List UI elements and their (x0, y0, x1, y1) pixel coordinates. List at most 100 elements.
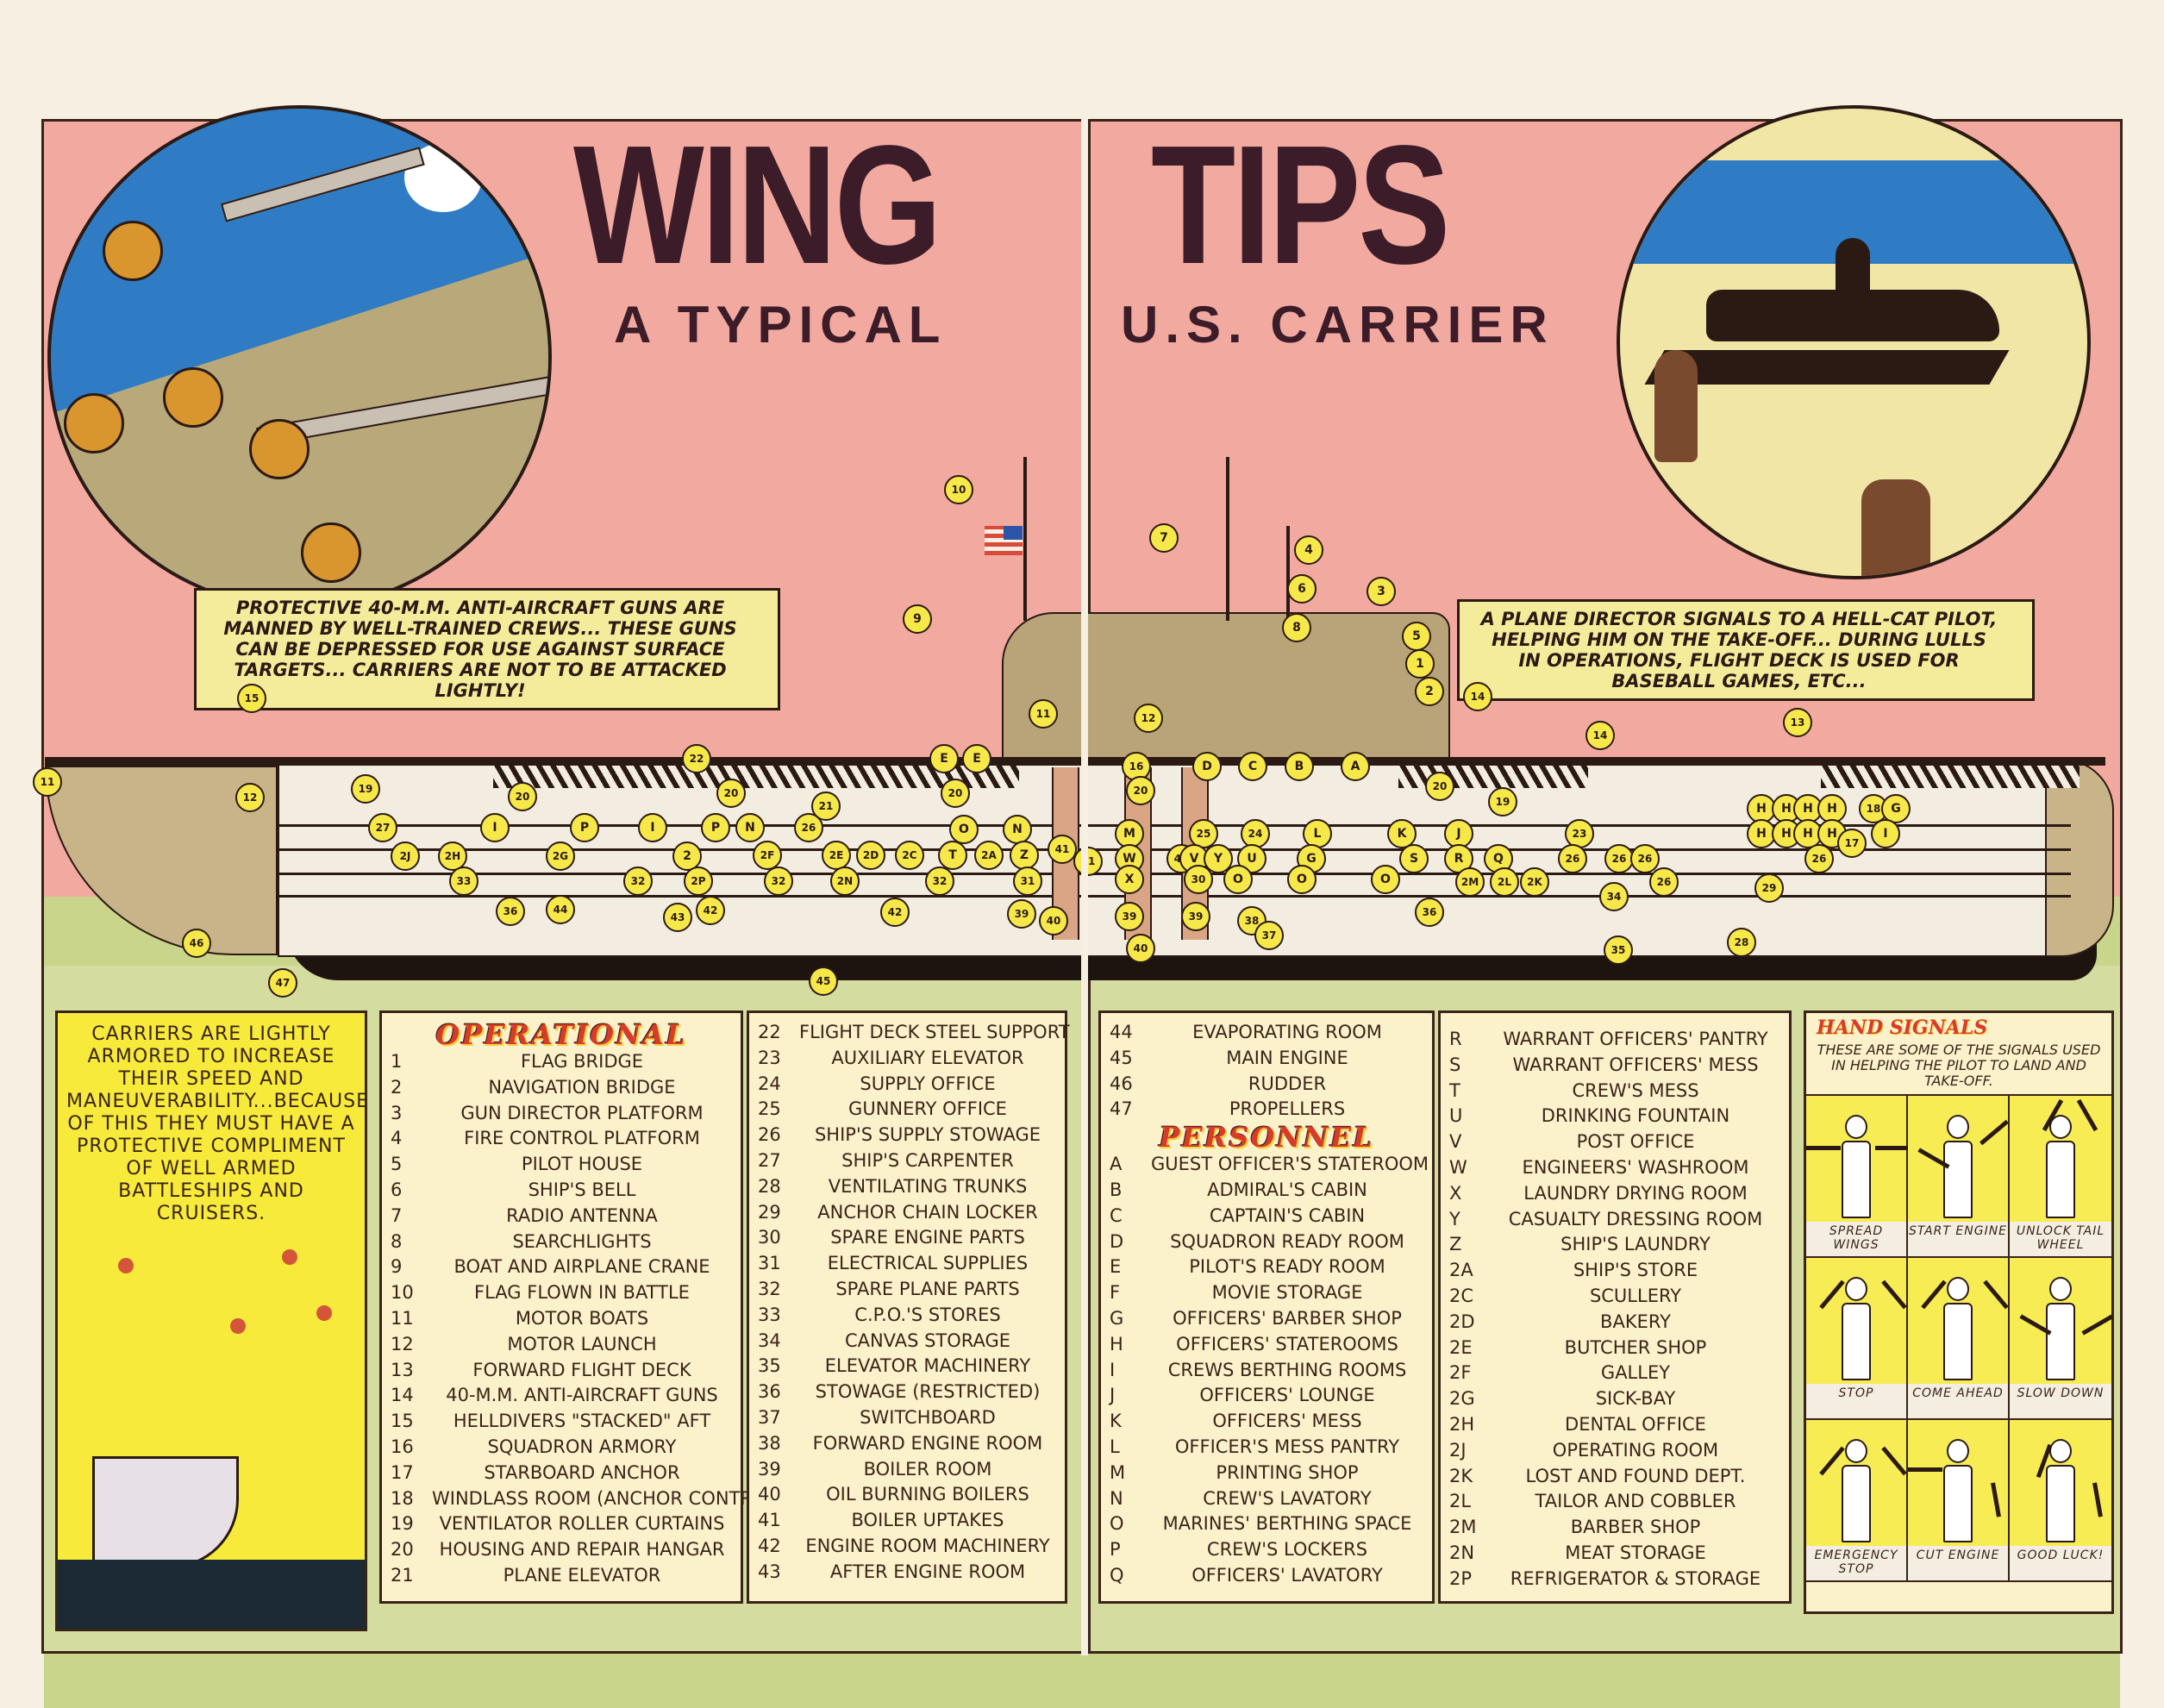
legend-key: 11 (391, 1307, 414, 1329)
figure-body (1943, 1141, 1973, 1218)
legend-key: 44 (1110, 1022, 1133, 1042)
legend-key: N (1110, 1487, 1123, 1509)
personnel-heading: PERSONNEL (1159, 1121, 1374, 1154)
legend-label: GALLEY (1600, 1362, 1671, 1384)
diagram-callout-badge: S (1399, 844, 1429, 873)
legend-label: DENTAL OFFICE (1565, 1413, 1706, 1435)
deck-truss (493, 766, 1019, 788)
legend-label: 40-M.M. ANTI-AIRCRAFT GUNS (446, 1385, 718, 1406)
legend-label: OFFICERS' BARBER SHOP (1173, 1307, 1402, 1329)
title-wing: WING (573, 110, 942, 299)
legend-key: 7 (391, 1204, 403, 1226)
legend-label: C.P.O.'S STORES (854, 1304, 1001, 1325)
legend-label: BOILER ROOM (863, 1458, 992, 1480)
legend-key: 23 (758, 1047, 781, 1068)
legend-key: P (1110, 1539, 1121, 1561)
diagram-callout-badge: 2K (1520, 867, 1549, 897)
figure-arm (1983, 1279, 2009, 1310)
plane-director-figure (1861, 479, 1930, 576)
radio-antenna-mast (1286, 526, 1290, 621)
figure-arm (2076, 1098, 2098, 1132)
diagram-callout-badge: E (929, 744, 959, 773)
legend-key: 31 (758, 1253, 781, 1274)
legend-key: 40 (758, 1484, 781, 1505)
flak-burst (230, 1318, 246, 1334)
deck-line (278, 873, 2071, 875)
legend-label: AUXILIARY ELEVATOR (831, 1047, 1024, 1068)
diagram-callout-badge: 6 (1287, 574, 1317, 604)
diagram-callout-badge: P (701, 813, 730, 842)
legend-label: SPARE ENGINE PARTS (830, 1227, 1025, 1248)
signal-figure-icon (1806, 1096, 1910, 1222)
hand-signal-cell: GOOD LUCK! (2010, 1420, 2111, 1582)
diagram-callout-badge: H (1747, 794, 1776, 823)
legend-key: M (1110, 1461, 1126, 1483)
legend-key: 15 (391, 1411, 414, 1432)
legend-key: 12 (391, 1333, 414, 1355)
legend-key: 14 (391, 1385, 414, 1406)
legend-label: GUN DIRECTOR PLATFORM (460, 1102, 704, 1123)
legend-label: STOWAGE (RESTRICTED) (815, 1381, 1041, 1403)
legend-key: B (1110, 1179, 1123, 1200)
diagram-callout-badge: 7 (1149, 523, 1179, 553)
legend-key: Y (1449, 1208, 1460, 1229)
legend-row: 14 40-M.M. ANTI-AIRCRAFT GUNS (391, 1383, 732, 1409)
figure-body (1943, 1465, 1973, 1542)
legend-label: AFTER ENGINE ROOM (829, 1561, 1026, 1582)
legend-label: OFFICERS' LOUNGE (1199, 1385, 1375, 1406)
legend-key: 47 (1110, 1098, 1133, 1120)
diagram-callout-badge: 11 (33, 767, 62, 797)
diagram-callout-badge: O (949, 815, 979, 844)
mast (1226, 457, 1229, 621)
legend-label: CREWS BERTHING ROOMS (1167, 1359, 1407, 1380)
legend-key: R (1449, 1029, 1462, 1049)
diagram-callout-badge: 2E (822, 841, 851, 870)
armor-note-text: CARRIERS ARE LIGHTLY ARMORED TO INCREASE… (66, 1023, 369, 1224)
legend-label: OFFICER'S MESS PANTRY (1174, 1436, 1400, 1457)
hand-signal-cell: COME AHEAD (1908, 1258, 2010, 1420)
diagram-callout-badge: 5 (1402, 622, 1431, 651)
figure-arm (1881, 1279, 1907, 1310)
legend-label: CREW'S LOCKERS (1206, 1539, 1368, 1561)
legend-label: OFFICERS' MESS (1212, 1411, 1362, 1432)
diagram-callout-badge: 3 (1367, 577, 1396, 606)
legend-key: 28 (758, 1175, 781, 1197)
legend-label: CREW'S MESS (1572, 1079, 1699, 1101)
diagram-callout-badge: 2A (974, 841, 1004, 870)
diagram-callout-badge: 10 (944, 475, 973, 504)
legend-key: 13 (391, 1359, 414, 1380)
diagram-callout-badge: 33 (449, 867, 478, 896)
legend-key: A (1110, 1154, 1123, 1175)
caption-scroll-guns: PROTECTIVE 40-M.M. ANTI-AIRCRAFT GUNS AR… (194, 588, 780, 710)
legend-key: 8 (391, 1230, 403, 1252)
diagram-callout-badge: 15 (237, 684, 266, 713)
carrier-bow-drawing (92, 1456, 239, 1568)
diagram-callout-badge: 26 (1604, 844, 1634, 873)
legend-label: SHIP'S LAUNDRY (1560, 1234, 1711, 1255)
legend-key: 2 (391, 1076, 403, 1098)
legend-key: S (1449, 1054, 1461, 1075)
